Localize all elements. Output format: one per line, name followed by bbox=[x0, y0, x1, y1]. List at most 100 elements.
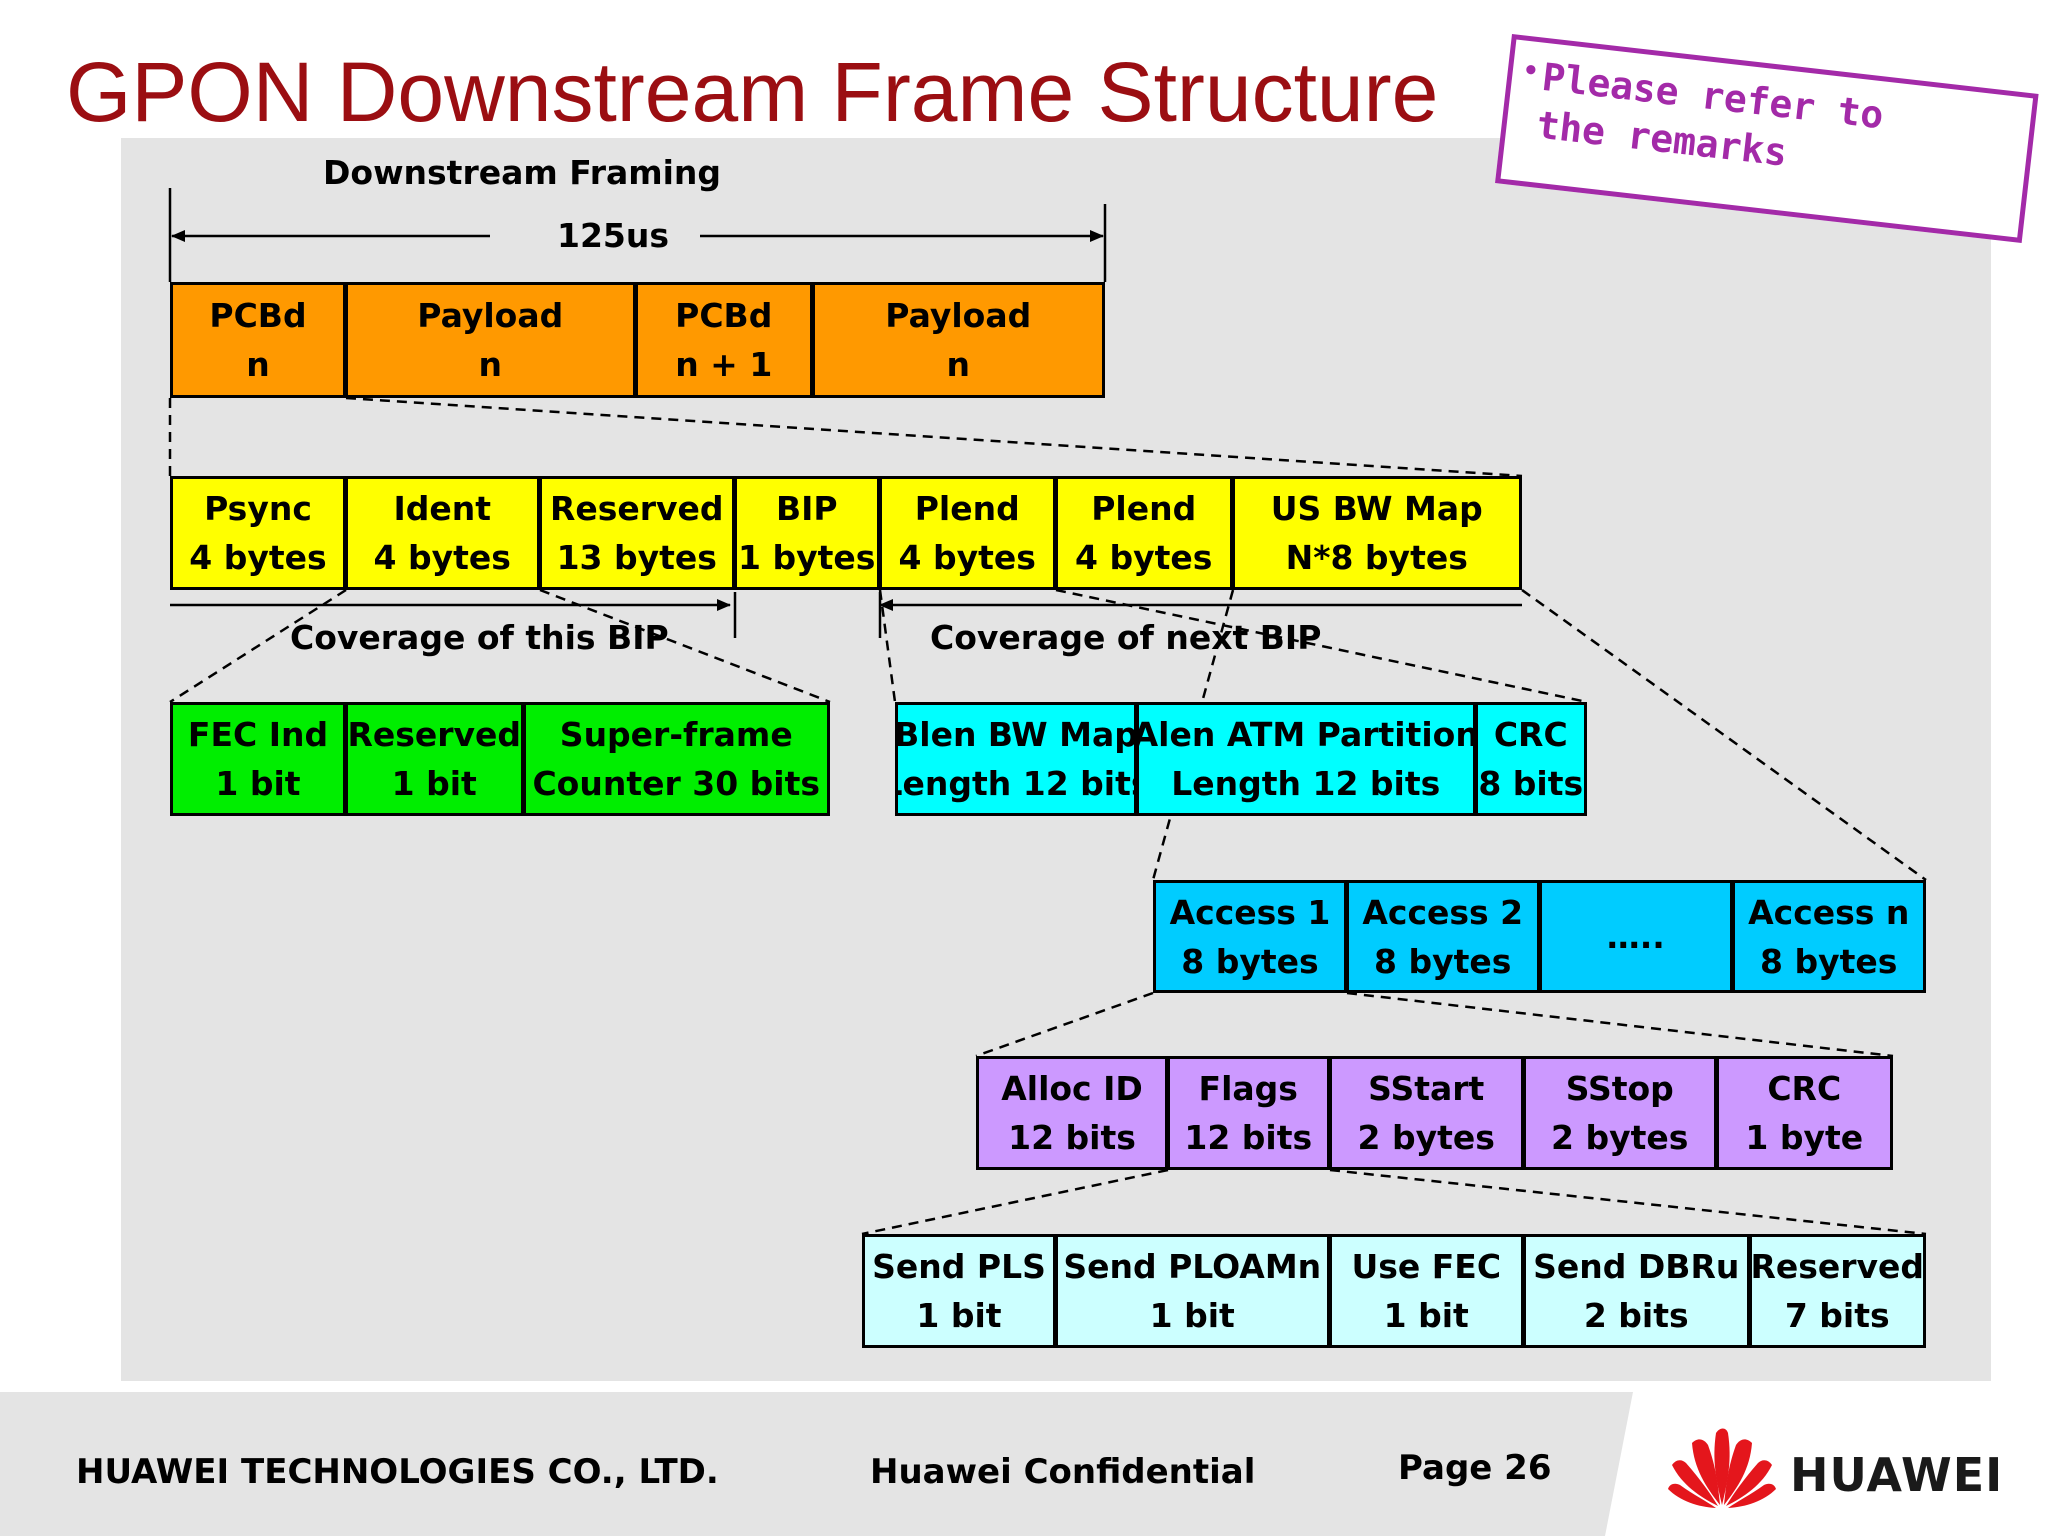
flags-field-5: Reserved 7 bits bbox=[1748, 1234, 1926, 1348]
access-field-3: ….. bbox=[1538, 880, 1733, 993]
access-field-1: Access 1 8 bytes bbox=[1153, 880, 1347, 993]
coverage-this-bip-label: Coverage of this BIP bbox=[290, 618, 669, 657]
pcbd-field-3: Reserved 13 bytes bbox=[538, 476, 735, 590]
plend-field-1-size: Length 12 bits bbox=[898, 764, 1134, 803]
alloc-field-5-name: CRC bbox=[1767, 1069, 1842, 1108]
pcbd-field-6-size: 4 bytes bbox=[1075, 538, 1213, 577]
flags-field-3-name: Use FEC bbox=[1351, 1247, 1502, 1286]
pcbd-field-5-name: Plend bbox=[914, 489, 1020, 528]
ident-field-1: FEC Ind 1 bit bbox=[170, 702, 346, 816]
coverage-next-bip-label: Coverage of next BIP bbox=[930, 618, 1322, 657]
alloc-field-3: SStart 2 bytes bbox=[1328, 1056, 1524, 1170]
frame-field-4-size: n bbox=[946, 345, 971, 384]
ident-field-1-size: 1 bit bbox=[215, 764, 301, 803]
ident-field-1-name: FEC Ind bbox=[187, 715, 329, 754]
footer-page-number: Page 26 bbox=[1398, 1448, 1552, 1488]
alloc-field-2-name: Flags bbox=[1198, 1069, 1298, 1108]
access-field-4-name: Access n bbox=[1748, 892, 1910, 932]
flags-field-4-size: 2 bits bbox=[1583, 1296, 1689, 1335]
frame-field-2-size: n bbox=[478, 345, 503, 384]
plend-field-1-name: Blen BW Map bbox=[895, 715, 1137, 754]
flags-field-4-name: Send DBRu bbox=[1533, 1247, 1740, 1286]
alloc-field-3-size: 2 bytes bbox=[1357, 1118, 1495, 1157]
flags-field-2-name: Send PLOAMn bbox=[1063, 1247, 1322, 1286]
alloc-field-1-name: Alloc ID bbox=[1001, 1069, 1143, 1108]
alloc-field-4-name: SStop bbox=[1565, 1069, 1674, 1108]
framing-label: Downstream Framing bbox=[323, 153, 722, 192]
frame-field-2-name: Payload bbox=[417, 296, 564, 335]
alloc-field-3-name: SStart bbox=[1368, 1069, 1485, 1108]
access-field-2: Access 2 8 bytes bbox=[1345, 880, 1540, 993]
flags-field-2-size: 1 bit bbox=[1149, 1296, 1235, 1335]
ident-field-2-size: 1 bit bbox=[391, 764, 477, 803]
frame-field-4-name: Payload bbox=[885, 296, 1032, 335]
page-title: GPON Downstream Frame Structure bbox=[66, 45, 1439, 139]
flags-field-2: Send PLOAMn 1 bit bbox=[1054, 1234, 1330, 1348]
pcbd-field-7-size: N*8 bytes bbox=[1285, 538, 1468, 577]
pcbd-field-5-size: 4 bytes bbox=[898, 538, 1036, 577]
flags-field-3-size: 1 bit bbox=[1383, 1296, 1469, 1335]
pcbd-field-2: Ident 4 bytes bbox=[344, 476, 540, 590]
alloc-field-5: CRC 1 byte bbox=[1715, 1056, 1893, 1170]
frame-field-3: PCBd n + 1 bbox=[634, 282, 813, 398]
access-field-3-name: ….. bbox=[1606, 917, 1665, 956]
pcbd-field-2-name: Ident bbox=[393, 489, 492, 528]
alloc-field-4: SStop 2 bytes bbox=[1522, 1056, 1717, 1170]
duration-label: 125us bbox=[557, 216, 670, 255]
pcbd-field-4: BIP 1 bytes bbox=[733, 476, 880, 590]
pcbd-field-5: Plend 4 bytes bbox=[878, 476, 1056, 590]
alloc-field-1: Alloc ID 12 bits bbox=[976, 1056, 1168, 1170]
huawei-petal-logo-icon bbox=[1668, 1428, 1776, 1508]
pcbd-field-4-name: BIP bbox=[775, 489, 838, 528]
alloc-field-2: Flags 12 bits bbox=[1166, 1056, 1330, 1170]
alloc-field-2-size: 12 bits bbox=[1184, 1118, 1313, 1157]
pcbd-field-3-size: 13 bytes bbox=[556, 538, 717, 577]
flags-field-5-name: Reserved bbox=[1750, 1247, 1925, 1286]
flags-field-3: Use FEC 1 bit bbox=[1328, 1234, 1524, 1348]
access-field-1-size: 8 bytes bbox=[1181, 941, 1319, 981]
pcbd-field-4-size: 1 bytes bbox=[738, 538, 876, 577]
plend-field-2-size: Length 12 bits bbox=[1171, 764, 1441, 803]
huawei-brand-text: HUAWEI bbox=[1790, 1448, 2004, 1502]
access-field-4-size: 8 bytes bbox=[1760, 941, 1898, 981]
frame-field-2: Payload n bbox=[344, 282, 636, 398]
flags-field-1-size: 1 bit bbox=[916, 1296, 1002, 1335]
ident-field-2: Reserved 1 bit bbox=[344, 702, 524, 816]
plend-field-1: Blen BW MapLength 12 bits bbox=[895, 702, 1137, 816]
frame-field-1-name: PCBd bbox=[209, 296, 307, 335]
frame-field-1-size: n bbox=[246, 345, 270, 384]
access-field-2-name: Access 2 bbox=[1362, 892, 1524, 932]
plend-field-3-name: CRC bbox=[1493, 715, 1568, 754]
flags-field-5-size: 7 bits bbox=[1784, 1296, 1890, 1335]
pcbd-field-1: Psync 4 bytes bbox=[170, 476, 346, 590]
frame-field-3-name: PCBd bbox=[675, 296, 773, 335]
pcbd-field-3-name: Reserved bbox=[549, 489, 724, 528]
ident-field-2-name: Reserved bbox=[347, 715, 522, 754]
pcbd-field-1-size: 4 bytes bbox=[189, 538, 327, 577]
footer-company: HUAWEI TECHNOLOGIES CO., LTD. bbox=[76, 1452, 719, 1492]
alloc-field-1-size: 12 bits bbox=[1008, 1118, 1136, 1157]
alloc-field-5-size: 1 byte bbox=[1745, 1118, 1864, 1157]
plend-field-2-name: Alen ATM Partition bbox=[1135, 715, 1476, 754]
footer-confidential: Huawei Confidential bbox=[870, 1452, 1256, 1492]
ident-field-3-name: Super-frame bbox=[559, 715, 793, 754]
pcbd-field-2-size: 4 bytes bbox=[373, 538, 511, 577]
pcbd-field-7-name: US BW Map bbox=[1270, 489, 1483, 528]
pcbd-field-1-name: Psync bbox=[204, 489, 312, 528]
frame-field-1: PCBd n bbox=[170, 282, 346, 398]
alloc-field-4-size: 2 bytes bbox=[1551, 1118, 1689, 1157]
pcbd-field-6: Plend 4 bytes bbox=[1054, 476, 1233, 590]
ident-field-3-size: Counter 30 bits bbox=[532, 764, 821, 803]
pcbd-field-6-name: Plend bbox=[1091, 489, 1197, 528]
frame-field-3-size: n + 1 bbox=[675, 345, 773, 384]
access-field-4: Access n 8 bytes bbox=[1731, 880, 1926, 993]
access-field-1-name: Access 1 bbox=[1169, 892, 1331, 932]
frame-field-4: Payload n bbox=[811, 282, 1105, 398]
access-field-2-size: 8 bytes bbox=[1374, 941, 1512, 981]
